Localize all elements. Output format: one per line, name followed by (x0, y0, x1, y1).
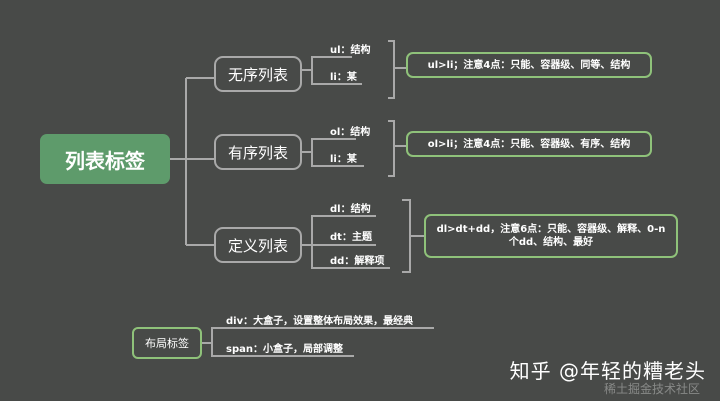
layout-tags-node: 布局标签 (132, 327, 202, 359)
leaf-ul: ul：结构 (330, 44, 371, 56)
leaf-dt: dt：主题 (330, 231, 372, 243)
watermark: 知乎 @年轻的糟老头 (509, 359, 706, 383)
branch-ordered-list: 有序列表 (214, 134, 302, 170)
root-node: 列表标签 (40, 134, 170, 184)
note-definition-list: dl>dt+dd，注意6点：只能、容器级、解释、0-n个dd、结构、最好 (424, 214, 678, 258)
leaf-div: div：大盒子，设置整体布局效果，最经典 (226, 315, 414, 327)
leaf-ol: ol：结构 (330, 126, 371, 138)
branch-definition-list: 定义列表 (214, 227, 302, 263)
leaf-li-ordered: li：某 (330, 153, 357, 165)
leaf-span: span：小盒子，局部调整 (226, 343, 343, 355)
note-unordered-list: ul>li；注意4点：只能、容器级、同等、结构 (406, 52, 652, 78)
leaf-li-unordered: li：某 (330, 71, 357, 83)
note-ordered-list: ol>li；注意4点：只能、容器级、有序、结构 (406, 131, 652, 157)
branch-unordered-list: 无序列表 (214, 56, 302, 92)
watermark-sub: 稀土掘金技术社区 (603, 382, 700, 396)
leaf-dl: dl：结构 (330, 203, 371, 215)
leaf-dd: dd：解释项 (330, 255, 385, 267)
